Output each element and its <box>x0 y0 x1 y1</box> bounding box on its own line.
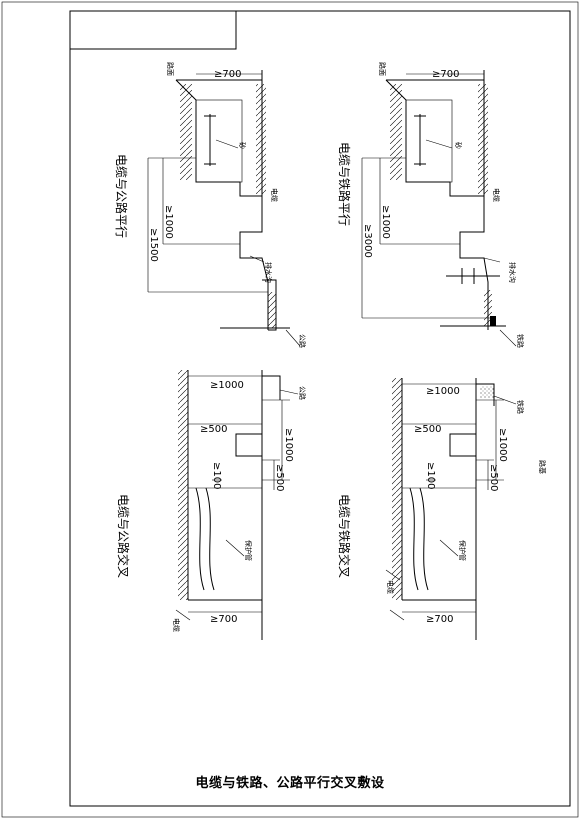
rail-cross-label-2: 保护管 <box>458 540 467 561</box>
rail-cross-title: 电缆与铁路交叉 <box>337 494 352 578</box>
rail-cross-dim-small: ≥500 <box>488 464 499 491</box>
rail-parallel-dim-horiz: ≥3000 <box>362 224 373 258</box>
road-cross-label-2: 电缆 <box>172 618 181 632</box>
road-parallel-title: 电缆与公路平行 <box>114 154 129 238</box>
rail-parallel-label-4: 铁路 <box>516 334 525 348</box>
road-parallel-label-2: 电缆 <box>270 188 279 202</box>
road-cross-dim-depth: ≥1000 <box>283 428 294 462</box>
road-cross-label-1: 保护管 <box>244 540 253 561</box>
road-cross-title: 电缆与公路交叉 <box>116 494 131 578</box>
road-cross-dim-bottom: ≥700 <box>210 614 237 625</box>
title-block <box>69 10 237 50</box>
panel-rail-cross <box>385 378 517 640</box>
road-parallel-label-4: 公路 <box>298 334 307 348</box>
road-cross-dim-small: ≥500 <box>274 464 285 491</box>
rail-cross-label-0: 铁路 <box>516 400 525 414</box>
road-parallel-label-0: 路面 <box>166 62 175 76</box>
road-cross-label-0: 公路 <box>298 386 307 400</box>
road-parallel-dim-top: ≥700 <box>214 69 241 80</box>
rail-cross-dim-depth: ≥1000 <box>497 428 508 462</box>
panel-road-cross <box>175 370 299 640</box>
inner-frame <box>69 10 571 807</box>
rail-cross-dim-top: ≥1000 <box>426 386 460 397</box>
rail-parallel-label-1: 砂 <box>454 142 463 149</box>
road-cross-dim-mid: ≥500 <box>200 424 227 435</box>
rail-cross-label-1: 路基 <box>538 460 547 474</box>
rail-parallel-label-3: 排水沟 <box>508 262 517 283</box>
rail-parallel-label-0: 路面 <box>378 62 387 76</box>
rail-parallel-title: 电缆与铁路平行 <box>337 142 352 226</box>
rail-cross-dim-mid: ≥500 <box>414 424 441 435</box>
rail-parallel-dim-top: ≥700 <box>432 69 459 80</box>
rail-cross-dim-side: ≥100 <box>425 462 436 489</box>
road-parallel-dim-horiz: ≥1500 <box>148 228 159 262</box>
rail-parallel-label-2: 电缆 <box>492 188 501 202</box>
road-parallel-label-3: 排水沟 <box>264 262 273 283</box>
panel-rail-parallel <box>361 70 517 347</box>
road-cross-dim-side: ≥100 <box>211 462 222 489</box>
rail-cross-label-3: 电缆 <box>386 580 395 594</box>
panel-road-parallel <box>147 70 301 347</box>
rail-parallel-dim-depth: ≥1000 <box>380 205 391 239</box>
road-cross-dim-top: ≥1000 <box>210 380 244 391</box>
road-parallel-label-1: 砂 <box>238 142 247 149</box>
drawing-caption: 电缆与铁路、公路平行交叉敷设 <box>195 776 385 791</box>
road-parallel-dim-depth: ≥1000 <box>163 205 174 239</box>
rail-cross-dim-bottom: ≥700 <box>426 614 453 625</box>
